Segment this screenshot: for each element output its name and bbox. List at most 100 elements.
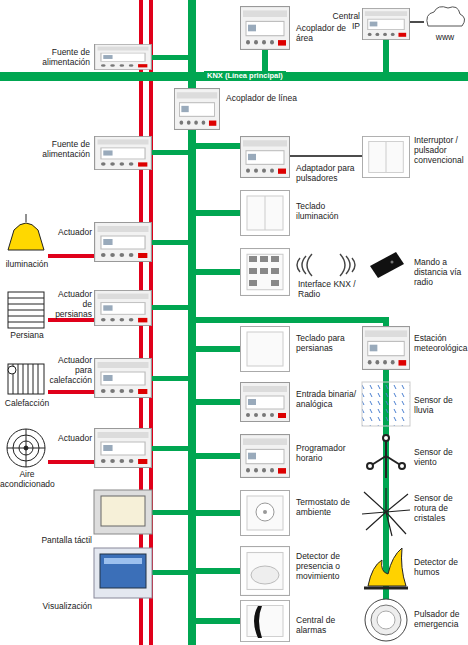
device-node: Sensor de viento [362, 434, 410, 478]
wall-panels [241, 547, 290, 596]
sensor-icons [371, 605, 401, 635]
device-node: Fuente de alimentación [94, 44, 152, 70]
device-node: Adaptador para pulsadores [240, 136, 290, 178]
load-icons [26, 214, 27, 222]
wall-panels [249, 268, 257, 274]
bus-wires [196, 399, 240, 405]
load-icons [7, 429, 45, 467]
bus-wires [196, 568, 240, 574]
device-label: Actuador de persianas [48, 290, 92, 319]
device-label: Fuente de alimentación [2, 140, 90, 160]
device-label: iluminación [0, 260, 54, 270]
device-label: www [424, 33, 466, 43]
radio-waves [297, 254, 312, 276]
device-label: Mando a distancia vía radio [414, 258, 466, 287]
bus-wires [196, 269, 240, 275]
load-icons [8, 366, 16, 374]
device-node: Visualización [94, 548, 152, 598]
wall-panels [256, 503, 274, 521]
radio-waves [340, 254, 355, 276]
wall-panels [249, 280, 257, 286]
din-devices [95, 136, 152, 169]
wall-panels [265, 196, 266, 230]
load-icons [8, 292, 44, 328]
din-devices [95, 223, 152, 262]
radio-waves [297, 254, 355, 276]
device-node: Persiana [6, 292, 48, 328]
sensor-icons [383, 435, 389, 441]
wall-panels [249, 256, 257, 262]
wall-panels [271, 256, 279, 262]
device-node: Pantalla táctil [94, 490, 152, 534]
device-label: Acoplador de área [296, 24, 358, 44]
device-node: Teclado para persianas [240, 326, 290, 372]
device-label: Adaptador para pulsadores [296, 164, 360, 184]
device-node: Detector de humos [362, 544, 410, 590]
device-node: Actuador [94, 222, 152, 262]
device-node: Aire acondicionado [6, 428, 48, 468]
sensor-icons [399, 463, 405, 469]
din-devices [95, 44, 152, 69]
sensor-icons [427, 7, 465, 26]
wall-panels [241, 191, 290, 236]
load-icons [8, 223, 44, 250]
screens [94, 490, 152, 598]
wall-panels [386, 142, 387, 172]
wall-panels [241, 327, 290, 372]
bus-wires [196, 143, 240, 149]
wall-panels [362, 136, 409, 177]
device-label: Sensor de rotura de cristales [414, 494, 466, 523]
bus-wires [196, 317, 386, 323]
sensor-icons [391, 261, 394, 264]
device-node: Actuador para calefacción [94, 358, 152, 398]
bus-wires [152, 376, 188, 381]
device-label: Teclado para persianas [296, 334, 360, 354]
device-label: Pantalla táctil [14, 536, 92, 546]
load-icons [8, 298, 44, 322]
device-label: Persiana [0, 331, 54, 341]
device-label: Actuador [50, 228, 92, 238]
bus-wires [0, 72, 468, 81]
device-label: Actuador [50, 434, 92, 444]
device-node: Estación meteorológica [362, 326, 410, 370]
bus-wires [152, 55, 188, 60]
device-label: Visualización [14, 602, 92, 612]
bus-wires [196, 210, 240, 216]
din-devices [95, 429, 152, 468]
wall-panels [260, 268, 268, 274]
device-label: Termostato de ambiente [296, 498, 360, 518]
sensor-icons [370, 252, 404, 278]
sensor-icons [367, 435, 405, 478]
device-node: Central IP [362, 8, 410, 40]
device-node: Interface KNX / Radio [240, 248, 290, 296]
device-node: Acoplador de línea [174, 88, 220, 130]
sensor-icons [385, 456, 387, 478]
device-label: Fuente de alimentación [2, 48, 90, 68]
sensor-icons [364, 587, 408, 590]
device-label: Central de alarmas [296, 616, 360, 636]
device-label: Central IP [324, 12, 360, 32]
sensor-icons [368, 548, 406, 586]
device-label: Estación meteorológica [414, 334, 466, 354]
sensor-icons [297, 7, 465, 641]
bus-wires [196, 453, 240, 459]
sensor-icons [362, 382, 410, 426]
device-label: Pulsador de emergencia [414, 610, 466, 630]
device-node: www [424, 4, 466, 32]
wall-panels [251, 566, 279, 584]
device-label: Programador horario [296, 444, 360, 464]
connector [48, 460, 94, 464]
device-label: Sensor de viento [414, 448, 466, 468]
wall-panels [260, 256, 268, 262]
device-label: Interface KNX / Radio [298, 280, 362, 300]
wall-panels [241, 491, 290, 536]
bus-wires [152, 305, 188, 310]
bus-wires [152, 446, 188, 451]
bus-wires [152, 240, 188, 245]
device-node: Programador horario [240, 434, 290, 478]
sensor-icons [365, 599, 407, 641]
load-icons [8, 364, 44, 394]
